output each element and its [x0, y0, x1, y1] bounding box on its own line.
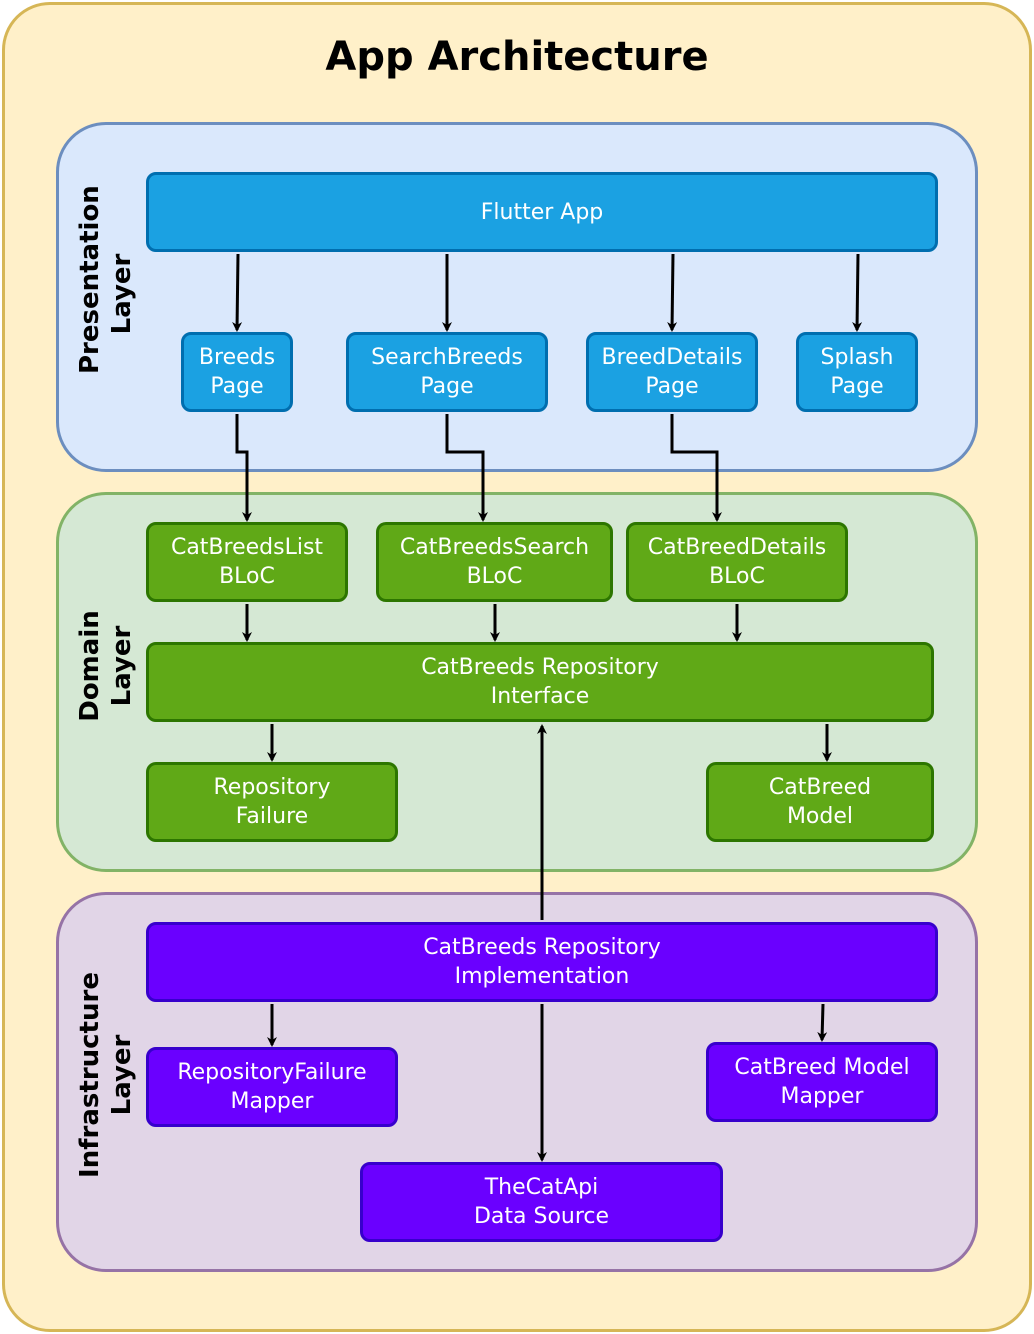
search-breeds-page-node: SearchBreeds Page: [346, 332, 548, 412]
cat-breed-model-node: CatBreed Model: [706, 762, 934, 842]
the-cat-api-data-source-node: TheCatApi Data Source: [360, 1162, 723, 1242]
arrow-search-to-search-bloc: [445, 414, 488, 522]
cat-breed-details-bloc-node: CatBreedDetails BLoC: [626, 522, 848, 602]
arrow-app-to-splash: [852, 253, 863, 332]
breeds-page-node: Breeds Page: [181, 332, 293, 412]
arrow-implementation-to-model-mapper: [817, 1003, 828, 1042]
repository-failure-mapper-node: RepositoryFailure Mapper: [146, 1047, 398, 1127]
splash-page-node: Splash Page: [796, 332, 918, 412]
cat-breed-model-mapper-node: CatBreed Model Mapper: [706, 1042, 938, 1122]
arrow-details-to-details-bloc: [670, 414, 722, 522]
breed-details-page-node: BreedDetails Page: [586, 332, 758, 412]
arrow-app-to-breeds: [232, 253, 243, 332]
repository-implementation-node: CatBreeds Repository Implementation: [146, 922, 938, 1002]
repository-interface-node: CatBreeds Repository Interface: [146, 642, 934, 722]
arrow-app-to-details: [667, 253, 678, 332]
diagram-title: App Architecture: [325, 34, 709, 80]
repository-failure-node: Repository Failure: [146, 762, 398, 842]
cat-breeds-list-bloc-node: CatBreedsList BLoC: [146, 522, 348, 602]
flutter-app-node: Flutter App: [146, 172, 938, 252]
arrow-breeds-to-list-bloc: [235, 414, 252, 522]
cat-breeds-search-bloc-node: CatBreedsSearch BLoC: [376, 522, 613, 602]
